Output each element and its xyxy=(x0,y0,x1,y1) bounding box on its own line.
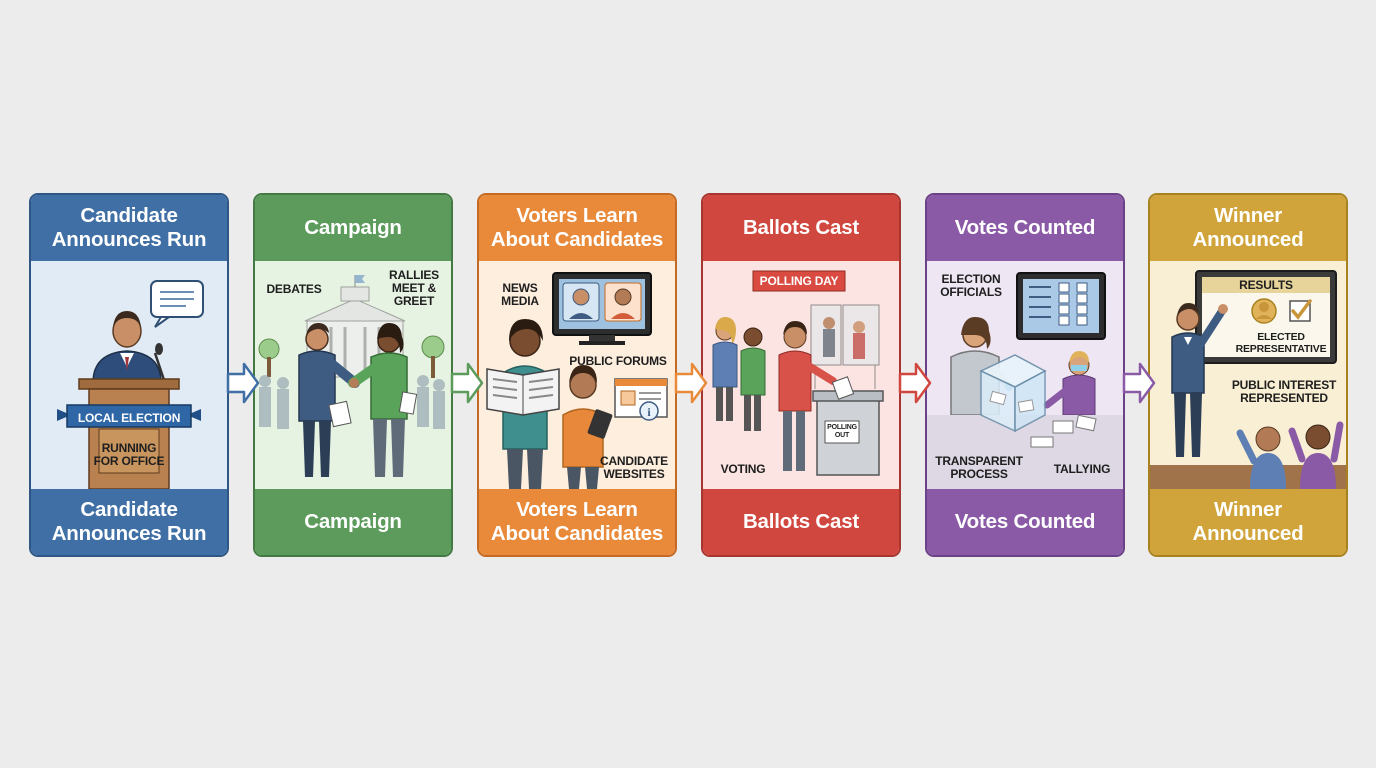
results-label: RESULTS xyxy=(1239,278,1293,292)
flow-arrow-icon xyxy=(226,362,260,404)
crowd-figures xyxy=(259,375,445,429)
news-media-label: NEWS MEDIA xyxy=(501,281,539,308)
tv-monitor-icon xyxy=(552,272,652,345)
flow-arrow-icon xyxy=(898,362,932,404)
stage-card-ballots-cast: Ballots Cast xyxy=(701,193,901,557)
cheering-crowd-figures xyxy=(1236,421,1344,489)
polling-day-label: POLLING DAY xyxy=(759,274,839,288)
ballot-box-label: POLLING OUT xyxy=(827,424,857,439)
flow-arrow-icon xyxy=(1122,362,1156,404)
ballot-box-icon xyxy=(812,376,884,476)
stage-title-top: Ballots Cast xyxy=(703,195,899,261)
rallies-label: RALLIES MEET & GREET xyxy=(389,268,439,308)
stage-illustration: ELECTION OFFICIALS TRANSPARENT PROCESS T… xyxy=(927,261,1123,489)
transparent-process-label: TRANSPARENT PROCESS xyxy=(935,454,1023,481)
speech-bubble-icon xyxy=(150,280,204,328)
newspaper-reader-figure xyxy=(486,319,560,489)
winner-figure xyxy=(1171,303,1228,457)
candidate-figure xyxy=(92,311,162,384)
podium-sign-label: RUNNING FOR OFFICE xyxy=(93,441,165,468)
ballot-papers xyxy=(1030,414,1097,448)
flow-arrow-icon xyxy=(674,362,708,404)
stage-title-top: Campaign xyxy=(255,195,451,261)
stage-title-bottom: Votes Counted xyxy=(927,489,1123,555)
tally-screen-icon xyxy=(1016,272,1106,340)
polling-day-sign xyxy=(752,270,846,292)
voting-booth-icon xyxy=(810,304,880,389)
stage-illustration: RESULTS ELECTED REPRESENTATIVE PUBLIC IN… xyxy=(1150,261,1346,489)
official-figures xyxy=(950,317,1096,416)
tablet-user-figure xyxy=(562,365,613,489)
public-interest-label: PUBLIC INTEREST REPRESENTED xyxy=(1231,378,1337,405)
stage-illustration: i xyxy=(479,261,675,489)
tallying-label: TALLYING xyxy=(1053,462,1111,476)
debates-label: DEBATES xyxy=(266,282,322,296)
checkmark-icon xyxy=(1289,299,1312,322)
election-banner xyxy=(57,404,201,428)
elected-representative-label: ELECTED REPRESENTATIVE xyxy=(1235,331,1327,355)
podium-banner-label: LOCAL ELECTION xyxy=(77,411,181,425)
stage-illustration: DEBATES RALLIES MEET & GREET xyxy=(255,261,451,489)
stage-title-bottom: Ballots Cast xyxy=(703,489,899,555)
public-forums-label: PUBLIC FORUMS xyxy=(569,354,667,368)
svg-text:i: i xyxy=(647,405,651,419)
tree-icon xyxy=(258,335,445,378)
stage-card-campaign: Campaign xyxy=(253,193,453,557)
handshake-figures xyxy=(298,323,418,477)
website-window-icon: i xyxy=(614,378,668,421)
stage-illustration: LOCAL ELECTION RUNNING FOR OFFICE xyxy=(31,261,227,489)
results-board-icon xyxy=(1195,270,1337,364)
stage-title-top: Votes Counted xyxy=(927,195,1123,261)
glass-ballot-box-icon xyxy=(979,354,1047,433)
flow-arrow-icon xyxy=(450,362,484,404)
stage-title-bottom: Campaign xyxy=(255,489,451,555)
microphone-icon xyxy=(153,343,167,384)
podium xyxy=(78,378,180,489)
voting-label: VOTING xyxy=(720,462,766,476)
voter-queue-figures xyxy=(712,317,837,471)
stage-illustration: POLLING DAY VOTING POLLING OUT xyxy=(703,261,899,489)
stage-card-votes-counted: Votes Counted xyxy=(925,193,1125,557)
election-officials-label: ELECTION OFFICIALS xyxy=(940,272,1002,299)
candidate-websites-label: CANDIDATE WEBSITES xyxy=(600,454,668,481)
